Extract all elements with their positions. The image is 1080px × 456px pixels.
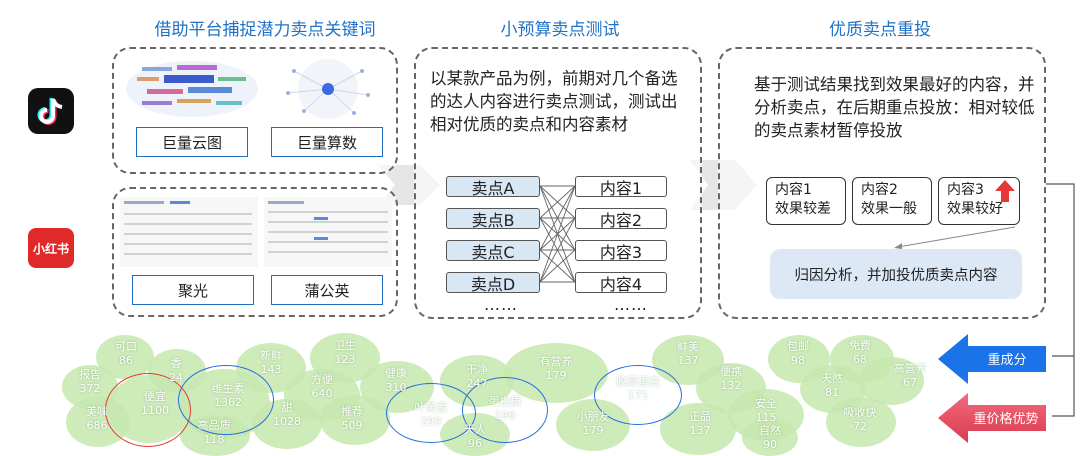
sellpoint-ellipsis: …… bbox=[484, 295, 518, 314]
result-content-2: 内容2 效果一般 bbox=[852, 177, 932, 225]
result-name: 内容3 bbox=[947, 182, 984, 198]
title-small-budget-test: 小预算卖点测试 bbox=[500, 20, 620, 40]
attribution-box: 归因分析，并加投优质卖点内容 bbox=[770, 249, 1022, 299]
xiaohongshu-tools-panel: 聚光 蒲公英 bbox=[112, 187, 398, 317]
ingredient-arrow: 重成分 bbox=[938, 334, 1048, 384]
bracket-lines bbox=[1046, 183, 1075, 417]
result-effect: 效果较差 bbox=[775, 201, 831, 217]
title-quality-reinvest: 优质卖点重投 bbox=[829, 20, 931, 40]
sellpoint-b: 卖点B bbox=[446, 208, 540, 230]
price-arrow-label: 重价格优势 bbox=[973, 412, 1039, 427]
content-ellipsis: …… bbox=[614, 295, 648, 314]
title-capture-keywords: 借助平台捕捉潜力卖点关键词 bbox=[154, 20, 376, 40]
result-effect: 效果一般 bbox=[861, 201, 917, 217]
result-name: 内容1 bbox=[775, 182, 812, 198]
pugongying-table-thumbnail bbox=[264, 197, 392, 267]
reinvest-panel: 基于测试结果找到效果最好的内容，并分析卖点，在后期重点投放：相对较低的卖点素材暂… bbox=[718, 47, 1046, 319]
sellpoint-d: 卖点D bbox=[446, 272, 540, 294]
sellpoint-a: 卖点A bbox=[446, 176, 540, 198]
highlight-ring-blue bbox=[594, 365, 682, 425]
reinvest-description: 基于测试结果找到效果最好的内容，并分析卖点，在后期重点投放：相对较低的卖点素材暂… bbox=[754, 75, 1035, 140]
ingredient-arrow-label: 重成分 bbox=[987, 353, 1027, 368]
bubble bbox=[742, 419, 798, 456]
connection-lines bbox=[539, 185, 576, 283]
tool-juguang: 聚光 bbox=[132, 275, 254, 305]
word-cloud-thumbnail bbox=[126, 61, 258, 117]
xiaohongshu-logo: 小红书 bbox=[28, 228, 74, 268]
sellpoint-c: 卖点C bbox=[446, 240, 540, 262]
feedback-arrow bbox=[894, 226, 1016, 249]
content-2: 内容2 bbox=[575, 208, 667, 230]
content-1: 内容1 bbox=[575, 176, 667, 198]
juguang-table-thumbnail bbox=[120, 197, 258, 267]
result-content-1: 内容1 效果较差 bbox=[766, 177, 846, 225]
result-effect: 效果较好 bbox=[947, 201, 1003, 217]
result-name: 内容2 bbox=[861, 182, 898, 198]
highlight-ring-blue bbox=[178, 365, 274, 435]
tool-juliang-yuntu: 巨量云图 bbox=[136, 127, 248, 157]
bubble bbox=[826, 397, 896, 447]
test-description: 以某款产品为例，前期对几个备选的达人内容进行卖点测试，测试出相对优质的卖点和内容… bbox=[430, 69, 678, 134]
content-4: 内容4 bbox=[575, 272, 667, 294]
price-arrow: 重价格优势 bbox=[938, 393, 1048, 443]
douyin-tools-panel: 巨量云图 巨量算数 bbox=[112, 47, 398, 174]
highlight-ring-blue bbox=[462, 377, 548, 443]
tool-juliang-suanshu: 巨量算数 bbox=[271, 127, 383, 157]
bubble bbox=[858, 357, 924, 405]
up-arrow-icon bbox=[995, 180, 1015, 202]
douyin-logo-icon bbox=[28, 88, 74, 134]
content-3: 内容3 bbox=[575, 240, 667, 262]
network-graph-thumbnail bbox=[286, 59, 370, 119]
sellpoint-content-matrix: 卖点A 卖点B 卖点C 卖点D 内容1 内容2 内容3 内容4 …… …… bbox=[414, 47, 702, 319]
tool-pugongying: 蒲公英 bbox=[271, 275, 383, 305]
